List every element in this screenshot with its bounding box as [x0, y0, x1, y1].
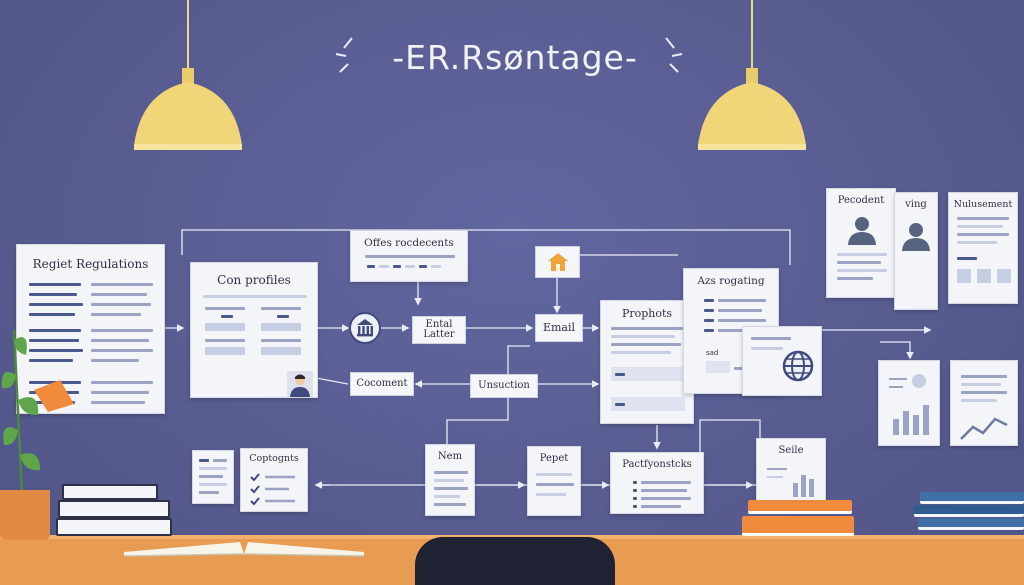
person-icon	[902, 223, 930, 251]
seile-title: Seile	[778, 445, 804, 456]
pactfyonstcks-title: Pactfyonstcks	[622, 459, 692, 470]
prophots-title: Prophots	[621, 307, 673, 320]
book-stack-far-right	[920, 492, 1024, 504]
globe-icon	[782, 350, 814, 382]
chart-icon	[960, 417, 1008, 440]
ving-document[interactable]: ving	[894, 192, 938, 310]
pecodent-title: Pecodent	[837, 195, 885, 206]
nulusement-document[interactable]: Nulusement	[948, 192, 1018, 304]
ving-title: ving	[905, 199, 927, 210]
nem-document[interactable]: Nem	[425, 444, 475, 516]
azs-rogating-title: Azs rogating	[697, 275, 765, 287]
chart-icon	[889, 374, 929, 435]
chart-icon	[767, 468, 814, 497]
wire-top-loop	[181, 229, 791, 265]
sparkle-right-icon	[665, 37, 683, 73]
book-stack-far-right	[914, 505, 1024, 517]
plant-pot	[0, 490, 50, 540]
ental-latter-node[interactable]: Ental Latter	[412, 316, 466, 344]
plant-icon	[1, 329, 40, 495]
wire-nem-drop	[446, 396, 509, 444]
profiles-title: Con profiles	[217, 273, 291, 287]
wire-pact-up	[699, 419, 761, 460]
book-stack-left	[56, 518, 172, 536]
coptognts-document[interactable]: Coptognts	[240, 448, 308, 512]
pepet-document[interactable]: Pepet	[527, 446, 581, 516]
chart-document-left[interactable]	[878, 360, 940, 446]
book-stack-left	[62, 484, 158, 500]
wire-unsuction-up	[507, 345, 530, 374]
pepet-title: Pepet	[539, 453, 569, 464]
lamp-icon	[698, 0, 806, 150]
open-book-icon	[123, 542, 365, 557]
unsuction-node[interactable]: Unsuction	[470, 374, 538, 398]
house-icon	[547, 253, 568, 271]
book-stack-left	[58, 500, 170, 518]
book-stack-right	[748, 500, 852, 514]
bank-icon[interactable]	[349, 312, 381, 344]
book-stack-right	[742, 516, 854, 536]
profiles-document[interactable]: Con profiles	[190, 262, 318, 398]
seile-document[interactable]: Seile	[756, 438, 826, 502]
sad-label: sad	[706, 349, 719, 357]
cocoment-node[interactable]: Cocoment	[350, 372, 414, 396]
sparkle-left-icon	[335, 37, 353, 73]
pactfyonstcks-document[interactable]: Pactfyonstcks	[610, 452, 704, 514]
checklist-icon	[250, 473, 295, 506]
pecodent-document[interactable]: Pecodent	[826, 188, 896, 298]
prophots-document[interactable]: Prophots	[600, 300, 694, 424]
chair	[415, 537, 615, 585]
nem-title: Nem	[437, 451, 463, 462]
globe-panel[interactable]	[742, 326, 822, 396]
house-node[interactable]	[535, 246, 580, 278]
page-title: -ER.Rsøntage-	[392, 38, 638, 77]
regulations-title: Regiet Regulations	[32, 257, 149, 271]
small-doc-left[interactable]	[192, 450, 234, 504]
offers-title: Offes rocdecents	[364, 237, 454, 249]
offers-document[interactable]: Offes rocdecents	[350, 230, 468, 282]
email-node[interactable]: Email	[535, 314, 583, 342]
nulusement-title: Nulusement	[953, 199, 1013, 210]
wire-right-to-docs	[880, 341, 914, 360]
coptognts-title: Coptognts	[249, 453, 299, 464]
wire-cocoment-left	[315, 377, 349, 385]
lamp-icon	[134, 0, 242, 150]
book-stack-far-right	[918, 518, 1024, 530]
chart-document-right[interactable]	[950, 360, 1018, 446]
person-icon	[287, 371, 313, 397]
tag-icon	[34, 380, 74, 412]
person-icon	[848, 217, 876, 245]
